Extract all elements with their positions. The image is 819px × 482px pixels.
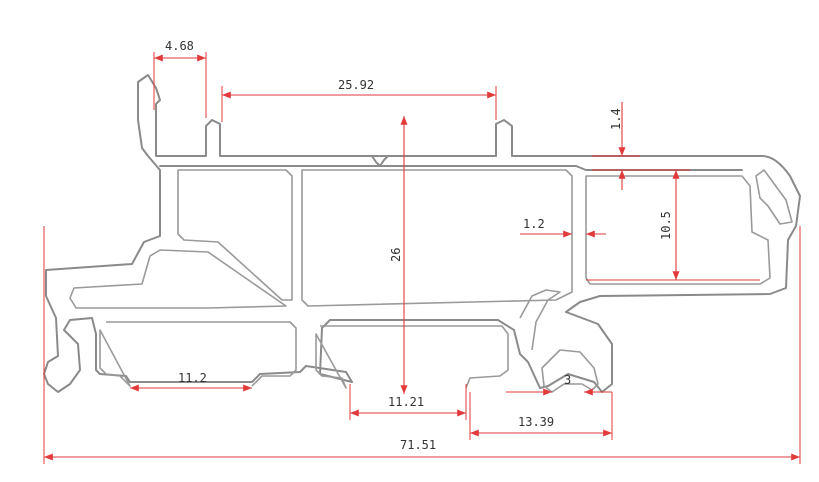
dim-overall-height: 26	[389, 116, 408, 394]
dim-top-lip: 4.68	[153, 39, 207, 118]
dim-right-wall: 1.4	[592, 102, 690, 190]
dim-right-chamber-label: 10.5	[659, 211, 673, 240]
chamber-left-upper	[177, 169, 293, 301]
chamber-right	[585, 175, 771, 285]
dim-small-slot: 3	[506, 373, 612, 396]
dim-right-wall-label: 1.4	[609, 108, 623, 130]
dim-bottom-right: 13.39	[469, 392, 613, 440]
dimension-annotations: 4.68 25.92 1.4 10.5 1.2	[43, 39, 801, 464]
dim-bottom-center-label: 11.21	[388, 395, 424, 409]
chamber-diagonal	[69, 249, 287, 309]
dim-inner-wall: 1.2	[520, 217, 606, 238]
dim-small-slot-label: 3	[564, 373, 571, 387]
chamber-bottom-left	[99, 321, 297, 387]
extrusion-profile	[43, 74, 801, 393]
snap-lip-right	[755, 169, 793, 225]
chamber-bottom-center	[315, 325, 509, 389]
dim-bottom-left: 11.2	[130, 371, 252, 392]
top-channel-floor	[159, 155, 743, 171]
profile-outer-contour	[43, 74, 801, 393]
right-leg-web	[519, 289, 561, 351]
dim-right-chamber: 10.5	[586, 170, 760, 281]
dim-top-lip-label: 4.68	[165, 39, 194, 53]
dim-overall-height-label: 26	[389, 248, 403, 262]
dim-inner-wall-label: 1.2	[523, 217, 545, 231]
dim-top-channel: 25.92	[221, 78, 497, 122]
dim-bottom-right-label: 13.39	[518, 415, 554, 429]
dim-bottom-center: 11.21	[349, 384, 467, 420]
dim-top-channel-label: 25.92	[338, 78, 374, 92]
chamber-center	[301, 169, 573, 307]
dim-overall-width: 71.51	[43, 226, 801, 464]
dim-bottom-left-label: 11.2	[178, 371, 207, 385]
dim-overall-width-label: 71.51	[400, 438, 436, 452]
